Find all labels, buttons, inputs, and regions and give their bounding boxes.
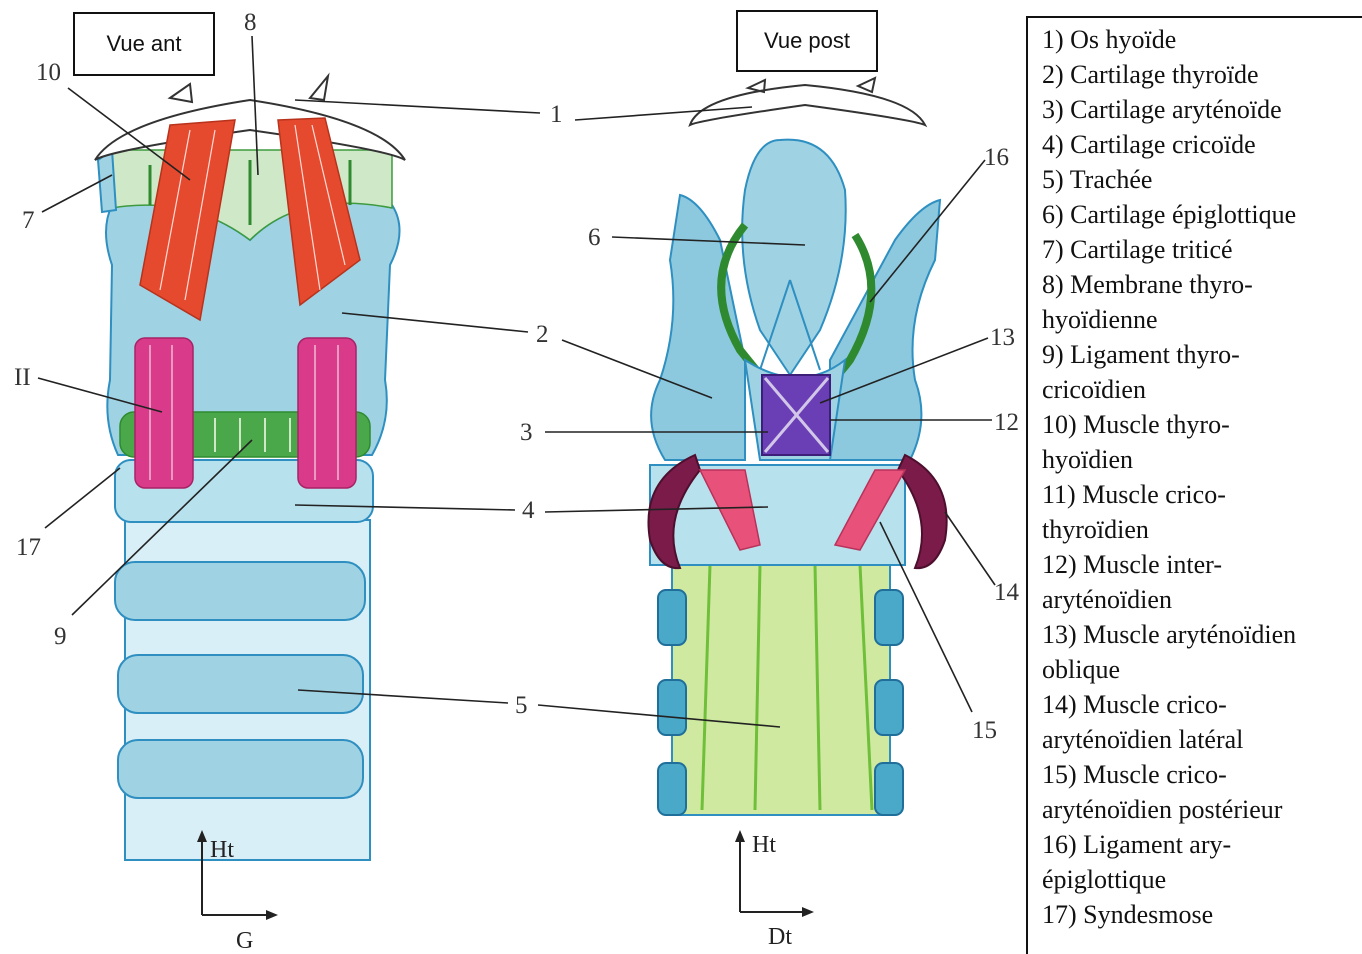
axis-up-label-right: Ht [752,832,776,858]
callout-6: 6 [588,224,601,251]
callout-12: 12 [994,409,1019,436]
trachea-anterior [115,520,370,860]
legend-item: 7) Cartilage triticé [1042,232,1362,267]
legend-item: 12) Muscle inter- aryténoïdien [1042,547,1362,617]
legend-item: 9) Ligament thyro- cricoïdien [1042,337,1362,407]
hyoid-bone-anterior [95,76,405,160]
callout-8: 8 [244,9,257,36]
hyoid-bone-posterior [690,78,925,125]
cricothyroid-muscle-left [135,338,193,488]
axes-right: Ht Dt [735,830,814,950]
axis-side-label-right: Dt [768,924,792,950]
legend-item: 16) Ligament ary- épiglottique [1042,827,1362,897]
posterior-view [648,78,946,815]
callout-2: 2 [536,321,549,348]
legend-item: 4) Cartilage cricoïde [1042,127,1362,162]
callout-14: 14 [994,579,1020,606]
legend-item: 11) Muscle crico- thyroïdien [1042,477,1362,547]
legend-item: 3) Cartilage aryténoïde [1042,92,1362,127]
legend-item: 10) Muscle thyro- hyoïdien [1042,407,1362,477]
legend-item: 13) Muscle aryténoïdien oblique [1042,617,1362,687]
callout-7: 7 [22,207,35,234]
anterior-view-label: Vue ant [73,12,215,76]
axis-up-label-left: Ht [210,837,234,863]
legend-item: 14) Muscle crico- aryténoïdien latéral [1042,687,1362,757]
cricothyroid-muscle-right [298,338,356,488]
callout-16: 16 [984,144,1009,171]
callout-10: 10 [36,59,61,86]
callout-9: 9 [54,623,67,650]
callout-3: 3 [520,419,533,446]
axis-side-label-left: G [236,928,253,954]
legend-item: 8) Membrane thyro- hyoïdienne [1042,267,1362,337]
callout-13: 13 [990,324,1015,351]
legend-item: 5) Trachée [1042,162,1362,197]
legend-item: 17) Syndesmose [1042,897,1362,932]
legend-item: 1) Os hyoïde [1042,22,1362,57]
callout-5: 5 [515,692,528,719]
callout-1: 1 [550,101,563,128]
legend-item: 6) Cartilage épiglottique [1042,197,1362,232]
callout-17: 17 [16,534,41,561]
epiglottic-cartilage [742,140,846,375]
callout-4: 4 [522,497,535,524]
legend-item: 15) Muscle crico- aryténoïdien postérieu… [1042,757,1362,827]
posterior-view-label: Vue post [736,10,878,72]
anterior-view [95,76,405,860]
callout-11: II [14,364,31,391]
legend-item: 2) Cartilage thyroïde [1042,57,1362,92]
callout-15: 15 [972,717,997,744]
